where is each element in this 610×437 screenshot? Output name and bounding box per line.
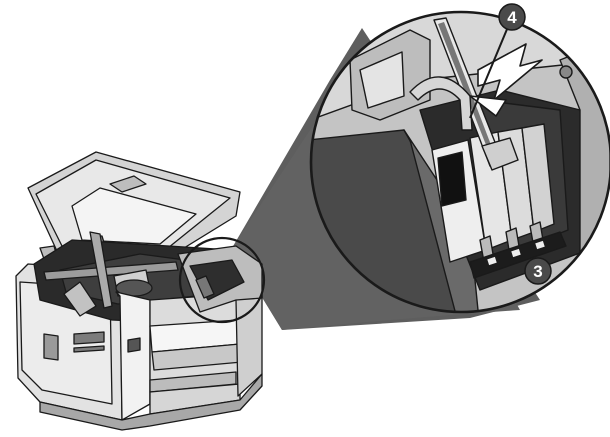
callout-3 bbox=[524, 257, 552, 285]
callout-4 bbox=[469, 3, 526, 119]
detail-locator-circle bbox=[178, 236, 266, 324]
callout-number-3: 3 bbox=[533, 262, 542, 281]
printer-body bbox=[15, 151, 263, 431]
callout-number-4: 4 bbox=[507, 8, 517, 27]
